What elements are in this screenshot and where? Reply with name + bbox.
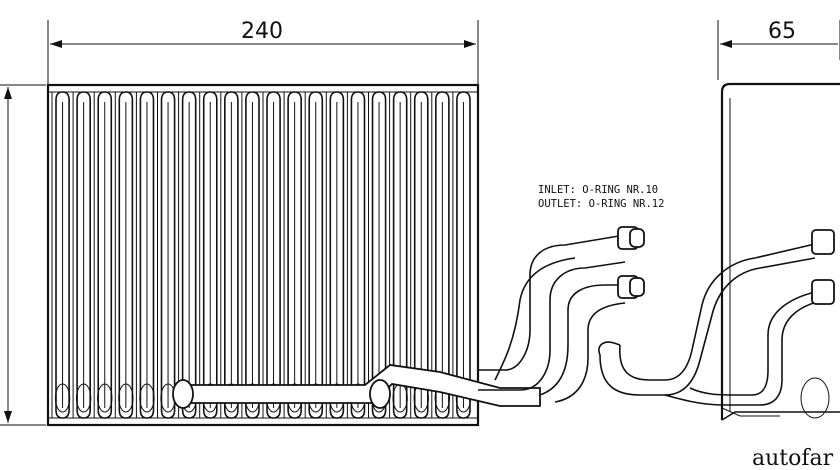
fin-tube xyxy=(202,91,218,419)
header-bump xyxy=(75,383,92,413)
inlet-note: INLET: O-RING NR.10 xyxy=(538,184,658,196)
fin-tube xyxy=(160,91,176,419)
header-bump xyxy=(139,383,155,413)
fin-tube xyxy=(350,91,366,419)
width-dimension: 240 xyxy=(47,19,479,85)
fin-tube xyxy=(139,91,155,419)
fin-tube xyxy=(245,91,260,419)
fin-tube xyxy=(413,91,429,419)
fin-tube xyxy=(456,91,471,419)
fin-tube xyxy=(329,91,345,419)
fin-tube xyxy=(55,91,70,419)
front-view-pipes xyxy=(478,226,645,403)
evaporator-core xyxy=(46,83,480,427)
width-dimension-label: 240 xyxy=(241,19,283,44)
watermark: autofar xyxy=(752,446,834,470)
depth-dimension: 65 xyxy=(717,19,840,80)
watermark-text: autofar xyxy=(752,446,834,470)
depth-dimension-label: 65 xyxy=(768,19,796,44)
side-view xyxy=(598,82,840,421)
fin-tube xyxy=(97,91,113,419)
fin-tube xyxy=(266,91,281,419)
o-ring-note: INLET: O-RING NR.10 OUTLET: O-RING NR.12 xyxy=(538,184,664,210)
fin-tube xyxy=(392,91,408,419)
header-bump xyxy=(97,383,113,413)
fin-tube xyxy=(224,91,239,419)
fin-tube xyxy=(435,91,450,419)
fin-tube xyxy=(308,91,324,419)
bottom-pipe xyxy=(172,364,541,409)
fin-tube xyxy=(287,91,302,419)
fin-tube xyxy=(76,91,91,419)
header-bump xyxy=(118,383,134,413)
fin-tube xyxy=(118,91,134,419)
height-dimension xyxy=(0,84,46,426)
fin-tube xyxy=(181,91,197,419)
header-bump xyxy=(54,383,71,413)
outlet-note: OUTLET: O-RING NR.12 xyxy=(538,198,664,210)
core-fins xyxy=(51,91,472,419)
fin-tube xyxy=(371,91,387,419)
